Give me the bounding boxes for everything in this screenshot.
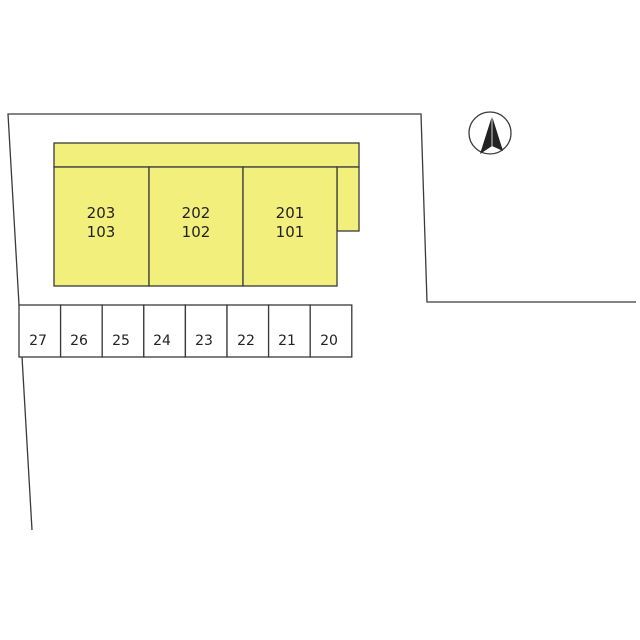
unit-label-upper: 202	[182, 204, 211, 222]
unit-labels: 203 103 202 102 201 101	[87, 204, 305, 241]
parking-space	[184, 304, 228, 358]
parking-space-label: 25	[112, 333, 130, 349]
unit-label-lower: 103	[87, 223, 116, 241]
unit-label-upper: 201	[276, 204, 305, 222]
unit-block-203-103	[53, 166, 150, 287]
parking-space-label: 20	[320, 333, 338, 349]
parking-space	[309, 304, 353, 358]
parking-space	[101, 304, 145, 358]
unit-label-lower: 102	[182, 223, 211, 241]
site-boundary-line	[7, 113, 636, 531]
parking-space-label: 21	[278, 333, 296, 349]
parking-labels: 27 26 25 24 23 22 21 20	[29, 333, 338, 349]
parking-space	[18, 304, 62, 358]
site-boundary	[7, 113, 636, 531]
parking-space-label: 27	[29, 333, 47, 349]
parking-row	[18, 304, 353, 358]
parking-space	[59, 304, 103, 358]
parking-space-label: 24	[153, 333, 171, 349]
parking-space	[226, 304, 270, 358]
north-arrow-icon	[468, 111, 512, 155]
parking-space-label: 23	[195, 333, 213, 349]
unit-block-201-101	[242, 166, 338, 287]
parking-space-label: 22	[237, 333, 255, 349]
unit-label-upper: 203	[87, 204, 116, 222]
unit-label-lower: 101	[276, 223, 305, 241]
parking-space	[143, 304, 187, 358]
building-stair	[336, 166, 360, 232]
building	[53, 142, 360, 287]
building-corridor	[53, 142, 360, 168]
parking-space-label: 26	[70, 333, 88, 349]
parking-space	[267, 304, 311, 358]
